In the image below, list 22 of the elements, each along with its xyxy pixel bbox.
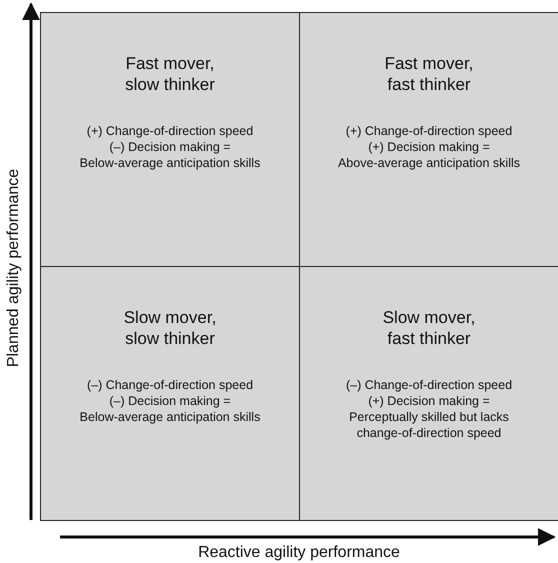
quadrant-description: Above-average anticipation skills [336,155,522,171]
quadrant-description: (+) Decision making = [367,139,491,155]
quadrant-description: (–) Change-of-direction speed [344,377,514,393]
quadrant-description: (–) Decision making = [108,139,232,155]
quadrant-description: (+) Change-of-direction speed [344,123,514,139]
quadrant-box [299,266,558,521]
quadrant-description: (+) Change-of-direction speed [86,123,254,139]
quadrant-description: Below-average anticipation skills [78,409,262,425]
axis-label: Reactive agility performance [198,543,400,563]
quadrant-description: (–) Change-of-direction speed [86,377,254,393]
quadrant-description: (–) Decision making = [108,393,232,409]
quadrant-description: Perceptually skilled but lacks change-of-direction speed [348,409,510,441]
quadrant-box [299,12,558,267]
quadrant-title: Slow mover, slow thinker [122,307,218,349]
quadrant-title: Fast mover, slow thinker [124,53,216,95]
quadrant-box [40,12,300,267]
quadrant-title: Slow mover, fast thinker [382,307,476,349]
quadrant-description: Below-average anticipation skills [78,155,262,171]
quadrant-title: Fast mover, fast thinker [384,53,474,95]
quadrant-description: (+) Decision making = [367,393,491,409]
axis-label: Planned agility performance [4,168,23,368]
quadrant-box [40,266,300,521]
